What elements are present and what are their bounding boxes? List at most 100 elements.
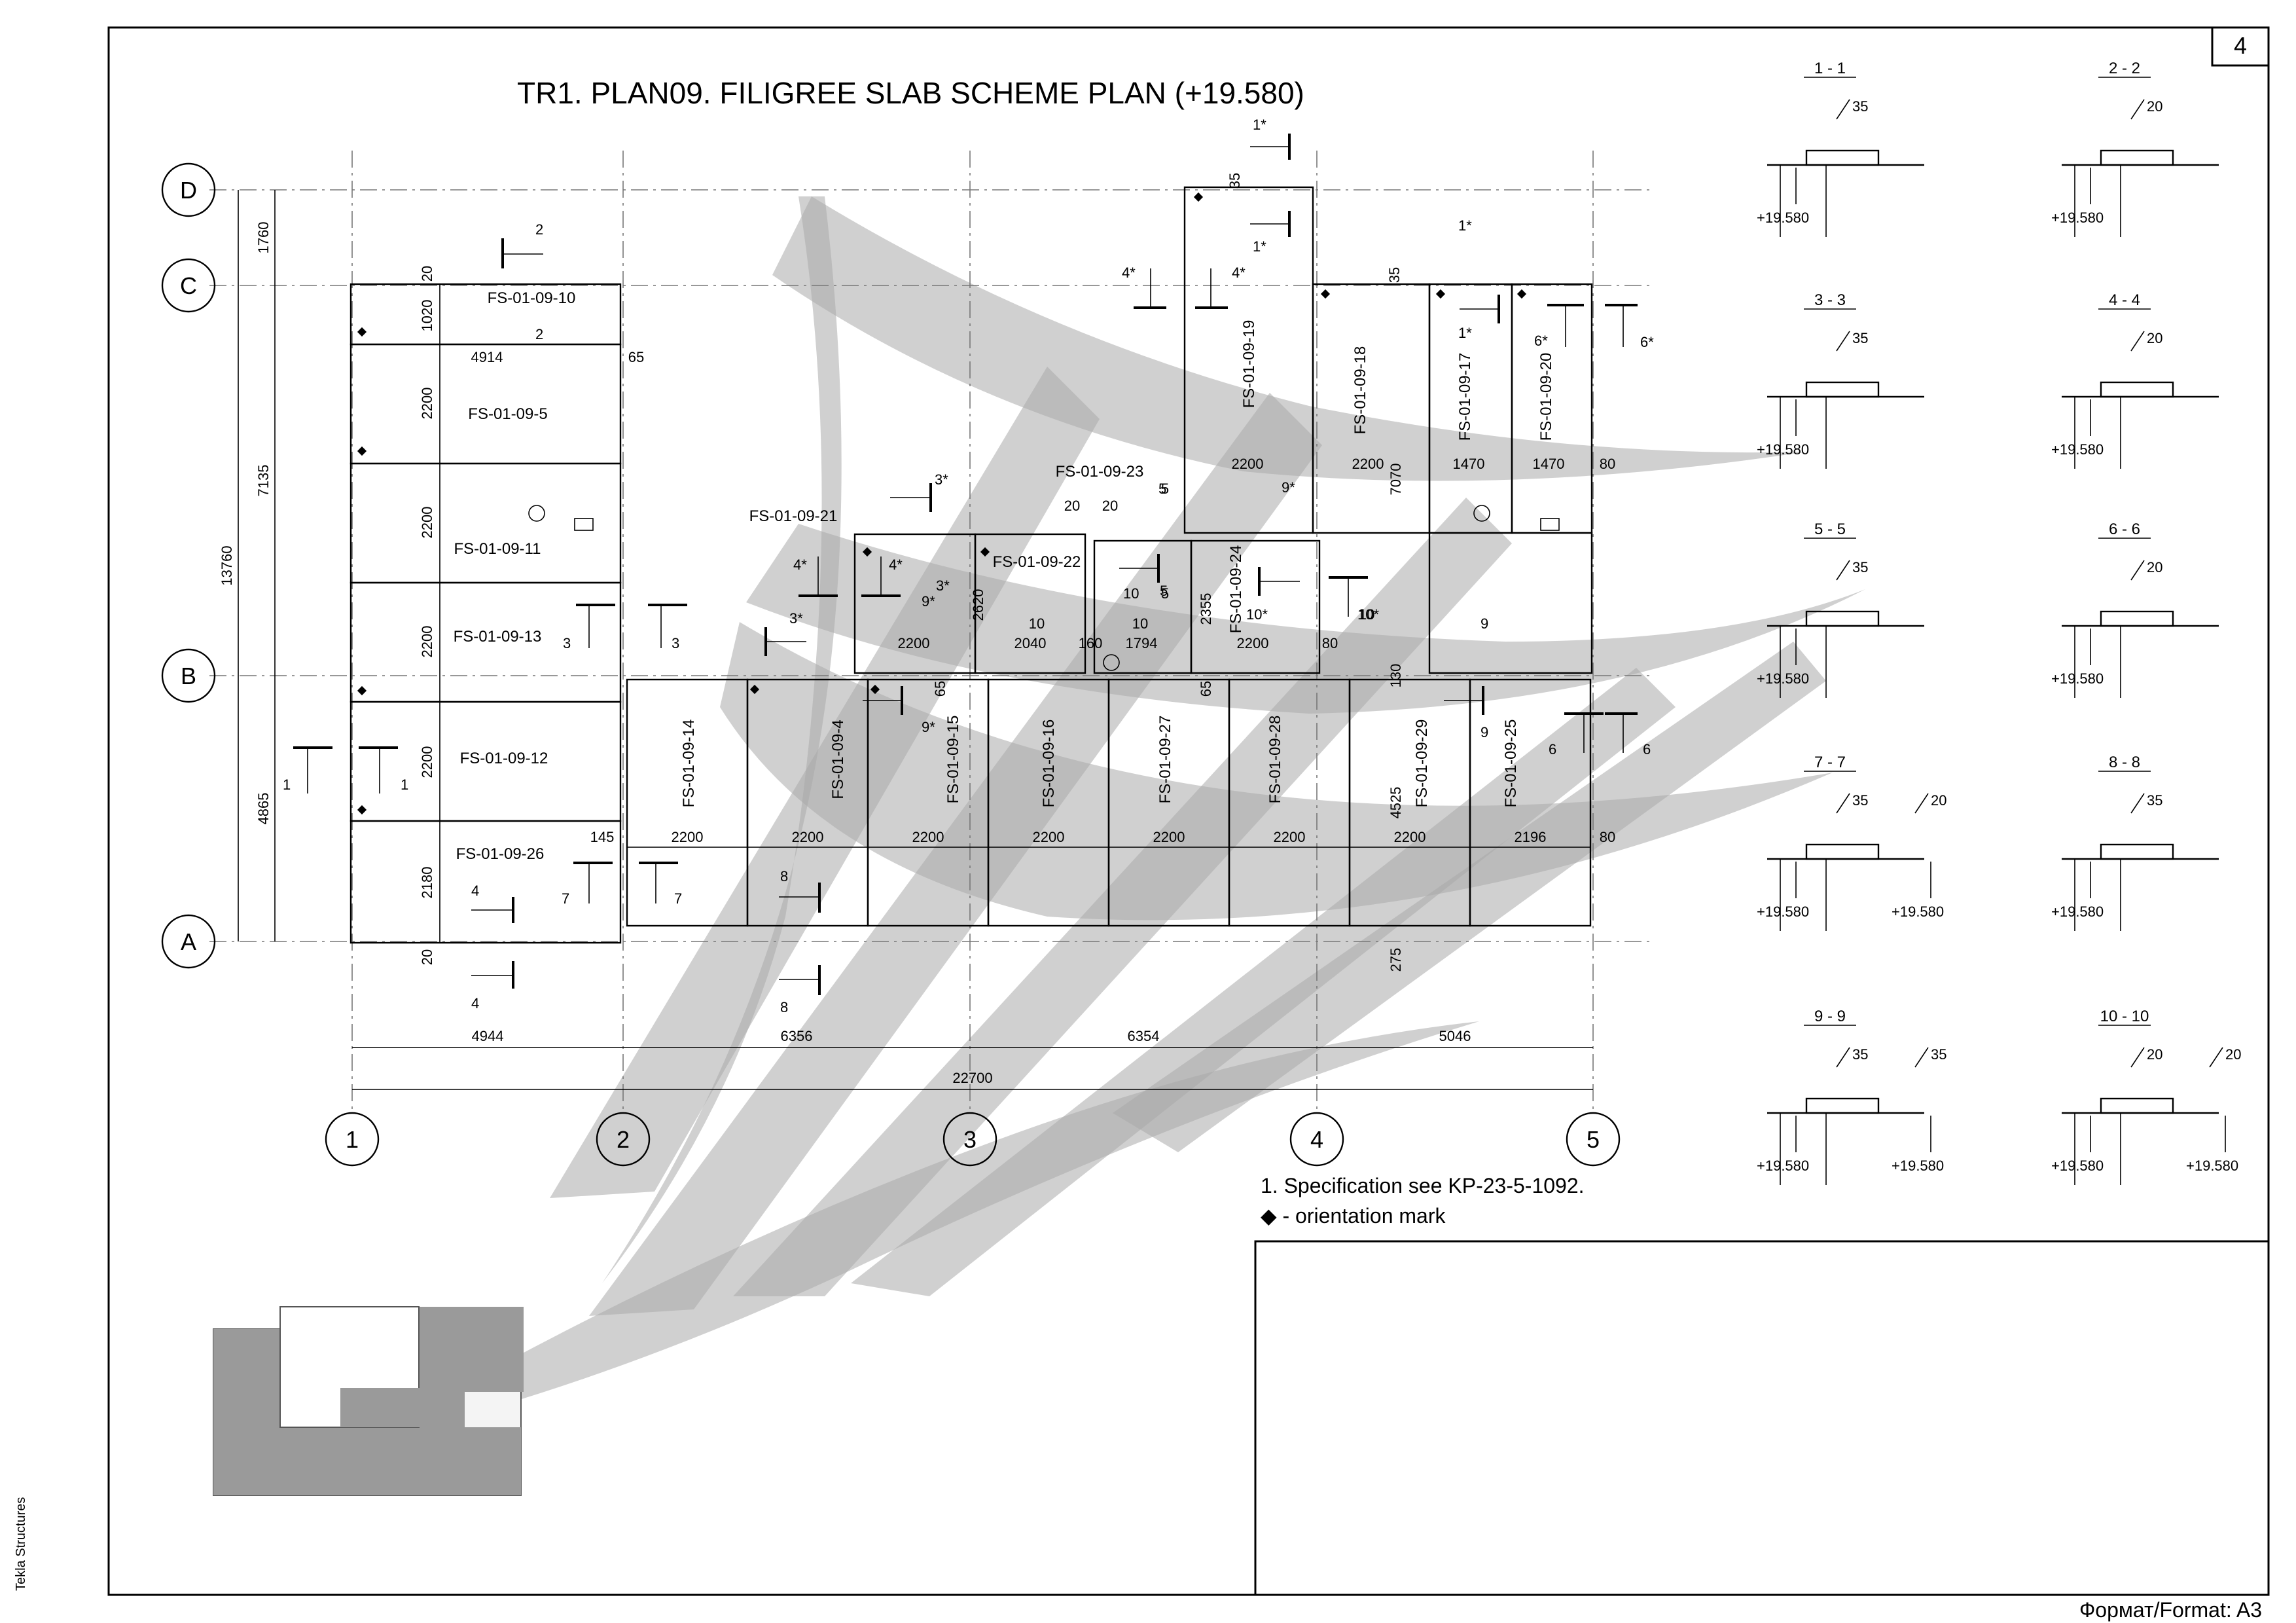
axis-label-3: 3	[963, 1126, 977, 1153]
axis-letter-markers: D C B A	[161, 162, 216, 969]
panel-label-fs-01-09-27: FS-01-09-27	[1157, 716, 1174, 804]
dim-span-2-3: 6356	[781, 1028, 813, 1044]
section-detail-8: 8 - 8 35 +19.580	[2051, 754, 2219, 931]
axis-bubble-c	[161, 258, 216, 313]
svg-text:9*: 9*	[1282, 479, 1295, 496]
svg-text:10: 10	[1029, 615, 1045, 632]
svg-text:2200: 2200	[419, 507, 435, 539]
section-detail-4: 4 - 420+19.580	[2051, 291, 2219, 469]
panel-label-fs-01-09-16: FS-01-09-16	[1040, 720, 1058, 808]
axis-label-a: A	[181, 928, 196, 955]
svg-text:8: 8	[780, 868, 788, 884]
detail-level: +19.580	[2051, 210, 2104, 226]
detail-dimension: 35	[1852, 330, 1868, 346]
dim-span-4-5: 5046	[1439, 1028, 1471, 1044]
svg-text:1*: 1*	[1458, 217, 1472, 234]
svg-text:2200: 2200	[898, 635, 930, 651]
panel-label-fs-01-09-15: FS-01-09-15	[944, 716, 962, 804]
detail-dimension: 20	[1931, 792, 1946, 809]
svg-text:2200: 2200	[1394, 829, 1426, 845]
panel-label-fs-01-09-19: FS-01-09-19	[1240, 320, 1258, 409]
axis-bubble-3	[942, 1112, 997, 1167]
detail-title: 5 - 5	[1814, 520, 1846, 538]
axis-label-1: 1	[346, 1126, 359, 1153]
detail-dimension: 35	[2147, 792, 2162, 809]
software-label: Tekla Structures	[14, 1497, 28, 1591]
panel-label-fs-01-09-13: FS-01-09-13	[454, 628, 542, 646]
overall-dimensions: 4944 6356 6354 5046 22700 1760 7135 4865…	[219, 190, 1593, 1090]
svg-text:7: 7	[674, 890, 682, 907]
detail-dimension: 35	[1931, 1046, 1946, 1063]
svg-text:5: 5	[1160, 583, 1168, 599]
axis-label-d: D	[180, 177, 197, 204]
svg-text:7: 7	[562, 890, 569, 907]
axis-label-5: 5	[1587, 1126, 1600, 1153]
svg-text:9: 9	[1480, 724, 1488, 740]
svg-text:4525: 4525	[1388, 787, 1404, 819]
format-label: Формат/Format: A3	[2079, 1598, 2262, 1622]
detail-title: 4 - 4	[2109, 291, 2140, 309]
detail-dimension: 35	[1852, 792, 1868, 809]
detail-level: +19.580	[1892, 1158, 1944, 1174]
panel-label-fs-01-09-21: FS-01-09-21	[749, 507, 838, 525]
svg-text:80: 80	[1322, 635, 1338, 651]
svg-text:2200: 2200	[1232, 456, 1264, 472]
svg-text:3*: 3*	[935, 471, 948, 488]
note-specification: 1. Specification see KP-23-5-1092.	[1261, 1174, 1585, 1197]
svg-text:20: 20	[419, 266, 435, 282]
svg-text:9*: 9*	[922, 593, 935, 610]
svg-text:1*: 1*	[1253, 238, 1266, 255]
svg-text:10*: 10*	[1246, 606, 1268, 623]
svg-text:8: 8	[780, 999, 788, 1015]
svg-text:2: 2	[535, 221, 543, 238]
detail-level: +19.580	[1757, 210, 1809, 226]
svg-text:5: 5	[1158, 481, 1166, 497]
svg-text:2620: 2620	[970, 589, 986, 621]
svg-text:130: 130	[1388, 664, 1404, 688]
detail-title: 7 - 7	[1814, 754, 1846, 771]
svg-text:1*: 1*	[1253, 117, 1266, 133]
panel-label-fs-01-09-22: FS-01-09-22	[993, 553, 1081, 571]
svg-text:1: 1	[401, 776, 408, 793]
page-title: TR1. PLAN09. FILIGREE SLAB SCHEME PLAN (…	[517, 76, 1304, 110]
panel-label-fs-01-09-12: FS-01-09-12	[460, 750, 548, 767]
panel-label-fs-01-09-18: FS-01-09-18	[1352, 346, 1369, 435]
svg-text:6: 6	[1643, 741, 1651, 757]
note-orientation-mark: ◆ - orientation mark	[1261, 1204, 1446, 1228]
detail-level: +19.580	[1757, 1158, 1809, 1174]
section-cut-marks: 1 1 2 2 3 3 4 4 5 5 6 6 7 7 8 8 9 9 10 1…	[283, 117, 1654, 1015]
svg-text:160: 160	[1079, 635, 1103, 651]
detail-dimension: 20	[2147, 330, 2162, 346]
detail-level: +19.580	[1892, 903, 1944, 920]
svg-text:2200: 2200	[419, 388, 435, 420]
svg-text:4*: 4*	[793, 556, 807, 573]
detail-title: 8 - 8	[2109, 754, 2140, 771]
panel-label-fs-01-09-28: FS-01-09-28	[1266, 716, 1284, 804]
svg-text:6*: 6*	[1640, 334, 1654, 350]
detail-level: +19.580	[2051, 1158, 2104, 1174]
detail-level: +19.580	[2051, 903, 2104, 920]
panel-label-fs-01-09-29: FS-01-09-29	[1413, 720, 1431, 808]
panel-label-fs-01-09-4: FS-01-09-4	[829, 720, 847, 799]
dim-span-3-4: 6354	[1128, 1028, 1160, 1044]
svg-text:2200: 2200	[419, 626, 435, 658]
dim-total-width: 22700	[952, 1070, 992, 1086]
svg-text:65: 65	[932, 681, 948, 697]
svg-text:4: 4	[471, 995, 479, 1012]
axis-bubble-a	[161, 914, 216, 969]
svg-text:2200: 2200	[912, 829, 944, 845]
axis-bubble-1	[325, 1112, 380, 1167]
section-detail-3: 3 - 335+19.580	[1757, 291, 1924, 469]
detail-dimension: 20	[2147, 98, 2162, 115]
svg-text:145: 145	[590, 829, 615, 845]
axis-bubble-b	[161, 648, 216, 703]
svg-text:80: 80	[1600, 829, 1615, 845]
svg-text:2200: 2200	[1033, 829, 1065, 845]
slab-panels	[350, 186, 1593, 944]
panel-labels: FS-01-09-10 FS-01-09-5 FS-01-09-11 FS-01…	[454, 289, 1555, 863]
panel-label-fs-01-09-11: FS-01-09-11	[454, 540, 541, 558]
detail-title: 9 - 9	[1814, 1008, 1846, 1025]
panel-label-fs-01-09-26: FS-01-09-26	[456, 845, 545, 863]
svg-text:10: 10	[1132, 615, 1148, 632]
svg-text:7070: 7070	[1388, 464, 1404, 496]
